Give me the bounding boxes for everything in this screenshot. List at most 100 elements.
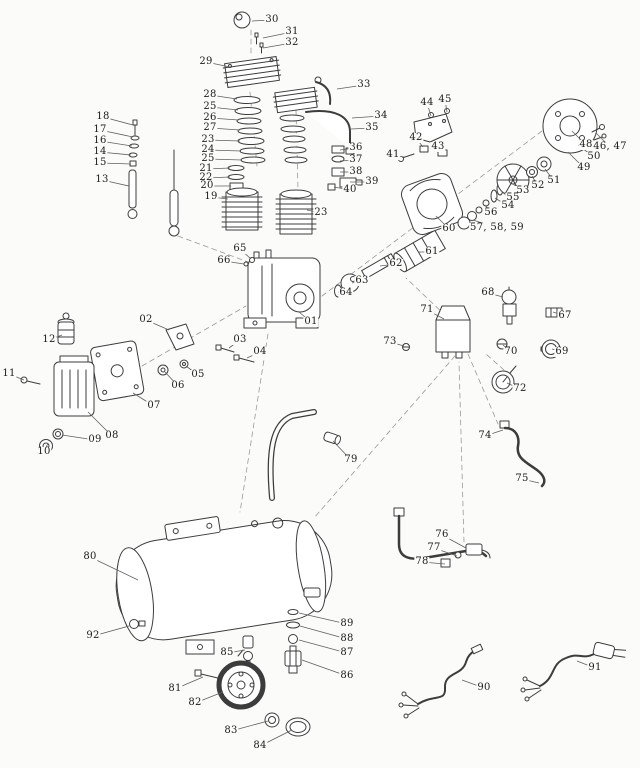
part-number-label: 28 (202, 89, 218, 100)
foot-right (303, 587, 321, 598)
part-number-label: 79 (343, 454, 359, 465)
part-number-label: 60 (441, 223, 457, 234)
part-number-label: 65 (232, 243, 248, 254)
part-number-label: 16 (92, 135, 108, 146)
part-number-label: 31 (284, 26, 300, 37)
part-number-label: 25 (202, 101, 218, 112)
part-number-label: 80 (82, 551, 98, 562)
part-number-label: 02 (138, 314, 154, 325)
part-number-label: 89 (339, 618, 355, 629)
part-number-label: 39 (364, 176, 380, 187)
part-number-label: 43 (430, 141, 446, 152)
check-valve-group (284, 609, 302, 674)
part-number-label: 45 (437, 94, 453, 105)
part-number-label: 33 (356, 79, 372, 90)
part-number-label: 44 (419, 97, 435, 108)
part-number-label: 64 (338, 287, 354, 298)
motor-group (334, 98, 607, 298)
part-number-label: 75 (514, 473, 530, 484)
part-number-label: 63 (354, 275, 370, 286)
part-number-label: 13 (94, 174, 110, 185)
part-number-label: 29 (198, 56, 214, 67)
power-cord-90-group (398, 643, 484, 719)
part-number-label: 05 (190, 369, 206, 380)
part-number-label: 32 (284, 37, 300, 48)
part-number-label: 83 (223, 725, 239, 736)
part-number-label: 78 (414, 556, 430, 567)
part-number-label: 86 (339, 670, 355, 681)
part-number-label: 62 (388, 258, 404, 269)
part-number-label: 81 (167, 683, 183, 694)
part-number-label: 22 (198, 172, 214, 183)
part-number-label: 77 (426, 542, 442, 553)
part-number-label: 04 (252, 346, 268, 357)
part-number-label: 57, 58, 59 (469, 222, 525, 233)
part-number-label: 37 (348, 154, 364, 165)
part-number-label: 88 (339, 633, 355, 644)
part-number-label: 23 (313, 207, 329, 218)
part-number-label: 71 (419, 304, 435, 315)
part-number-label: 91 (587, 662, 603, 673)
part-number-label: 51 (546, 175, 562, 186)
part-number-label: 56 (483, 207, 499, 218)
part-number-label: 46, 47 (592, 141, 628, 152)
handle-group (267, 409, 342, 501)
part-number-label: 82 (187, 697, 203, 708)
part-number-label: 69 (554, 346, 570, 357)
part-number-label: 26 (202, 112, 218, 123)
part-number-label: 92 (85, 630, 101, 641)
part-number-label: 42 (408, 132, 424, 143)
drain-cock-group (237, 635, 254, 670)
part-number-label: 17 (92, 124, 108, 135)
part-number-label: 08 (104, 430, 120, 441)
drain-stub (138, 620, 146, 627)
wheel-group (194, 660, 311, 737)
part-number-label: 90 (476, 682, 492, 693)
part-number-label: 73 (382, 336, 398, 347)
air-filter-group (20, 312, 255, 453)
part-number-label: 03 (232, 334, 248, 345)
connecting-rod-group (127, 119, 180, 237)
part-number-label: 52 (530, 180, 546, 191)
part-number-label: 85 (219, 647, 235, 658)
handle-grip-cap (323, 431, 342, 445)
power-cord-91-group (520, 641, 627, 702)
part-number-label: 27 (202, 122, 218, 133)
part-number-label: 67 (557, 310, 573, 321)
part-number-label: 48 (578, 139, 594, 150)
part-number-label: 49 (576, 162, 592, 173)
part-number-label: 34 (373, 110, 389, 121)
part-number-label: 01 (303, 316, 319, 327)
part-number-label: 25 (200, 153, 216, 164)
part-number-label: 10 (36, 446, 52, 457)
part-number-label: 07 (146, 400, 162, 411)
part-number-label: 18 (95, 111, 111, 122)
motor-end-cover (542, 98, 598, 154)
tank-group (115, 516, 333, 655)
part-number-label: 66 (216, 255, 232, 266)
part-number-label: 30 (264, 14, 280, 25)
part-number-label: 84 (252, 740, 268, 751)
part-number-label: 54 (500, 200, 516, 211)
part-number-label: 24 (200, 144, 216, 155)
part-number-label: 72 (512, 383, 528, 394)
part-number-label: 11 (1, 368, 17, 379)
part-number-label: 38 (348, 166, 364, 177)
foot-bracket-left (185, 639, 215, 655)
part-number-label: 53 (515, 185, 531, 196)
part-number-label: 41 (385, 149, 401, 160)
part-number-label: 20 (199, 180, 215, 191)
part-number-label: 55 (505, 192, 521, 203)
part-number-label: 74 (477, 430, 493, 441)
pressure-switch-group (402, 286, 563, 394)
part-number-label: 87 (339, 647, 355, 658)
part-number-label: 06 (170, 380, 186, 391)
part-number-label: 40 (342, 184, 358, 195)
pump-head-stack-group (221, 11, 319, 235)
part-number-label: 14 (92, 146, 108, 157)
part-number-label: 15 (92, 157, 108, 168)
part-number-label: 09 (87, 434, 103, 445)
part-number-label: 50 (586, 151, 602, 162)
